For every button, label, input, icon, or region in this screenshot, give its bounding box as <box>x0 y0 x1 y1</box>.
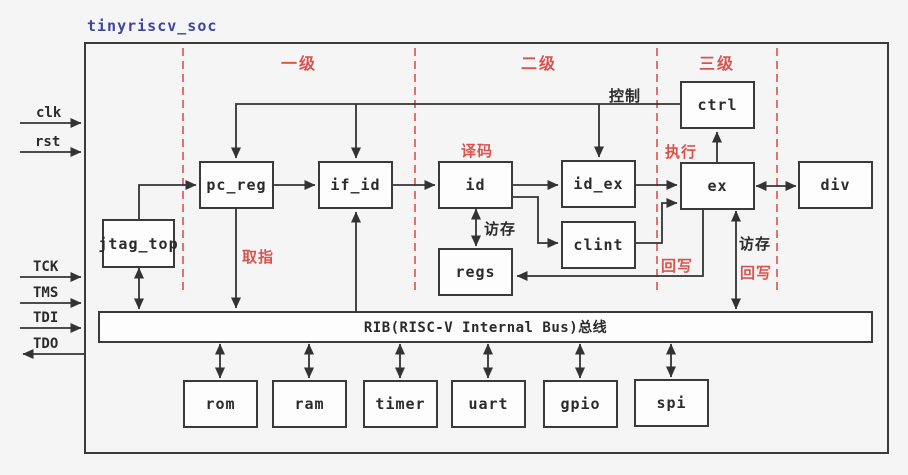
block-id-ex: id_ex <box>561 160 636 208</box>
wire-id-to-clint <box>513 196 559 248</box>
block-pc-reg: pc_reg <box>199 161 274 209</box>
signal-label-tck: TCK <box>33 259 59 275</box>
block-if-id: if_id <box>318 161 393 209</box>
stage-label-3: 三级 <box>699 54 736 73</box>
annotation-fetch: 取指 <box>242 248 275 266</box>
stage-label-1: 一级 <box>281 54 318 73</box>
block-gpio: gpio <box>543 380 618 428</box>
block-id: id <box>438 161 513 209</box>
stage-divider-lines <box>182 48 778 294</box>
stage-label-2: 二级 <box>521 54 558 73</box>
wire-clint-to-ex <box>636 198 678 244</box>
annotation-writeback-left: 回写 <box>661 257 694 275</box>
block-uart: uart <box>451 380 526 428</box>
wire-jtag-to-pcreg <box>138 180 197 219</box>
block-rom: rom <box>183 380 258 428</box>
annotation-writeback-right: 回写 <box>740 264 773 282</box>
wire-ctrl-main <box>231 103 680 159</box>
annotation-execute: 执行 <box>665 143 698 161</box>
block-ex: ex <box>680 162 755 210</box>
block-div: div <box>798 161 873 209</box>
block-jtag-top: jtag_top <box>98 219 178 268</box>
rib-bus: RIB(RISC-V Internal Bus)总线 <box>98 311 873 343</box>
soc-title: tinyriscv_soc <box>87 17 218 35</box>
block-timer: timer <box>363 380 438 428</box>
block-ctrl: ctrl <box>680 81 755 129</box>
signal-label-rst: rst <box>35 134 61 150</box>
annotation-mem-access-bus: 访存 <box>739 235 772 253</box>
annotation-mem-access-regs: 访存 <box>484 220 517 238</box>
signal-label-tdo: TDO <box>33 336 59 352</box>
signal-wires <box>20 103 797 379</box>
annotation-control: 控制 <box>609 87 642 105</box>
signal-label-tdi: TDI <box>33 310 59 326</box>
signal-label-tms: TMS <box>33 285 59 301</box>
block-ram: ram <box>272 380 347 428</box>
signal-label-clk: clk <box>36 105 62 121</box>
annotation-decode: 译码 <box>461 142 494 160</box>
soc-boundary-box <box>84 42 889 454</box>
block-regs: regs <box>438 248 513 296</box>
block-spi: spi <box>634 379 709 427</box>
wire-ex-writeback-regs <box>516 210 704 281</box>
block-clint: clint <box>561 221 636 269</box>
